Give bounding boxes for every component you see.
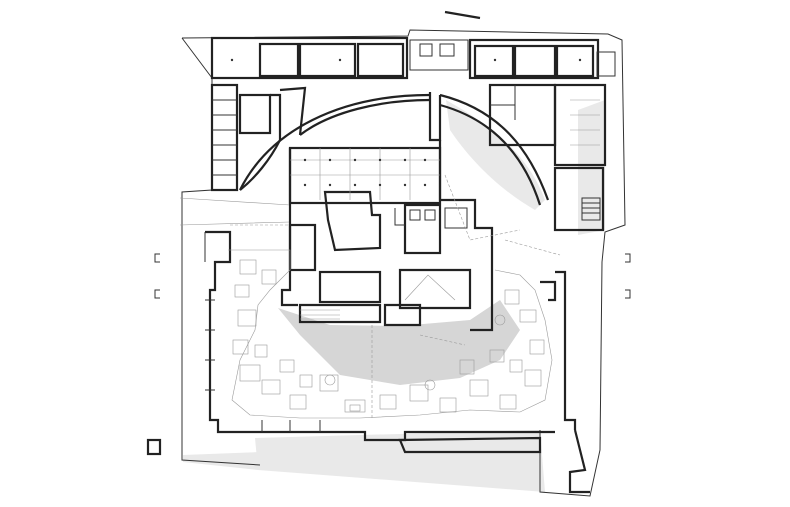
east-room-c <box>553 166 605 232</box>
east-room-b <box>553 83 607 167</box>
dash-2 <box>419 334 466 346</box>
marker-west-1 <box>154 253 160 263</box>
southwest-kiosk <box>146 438 162 456</box>
room-n4 <box>473 44 515 78</box>
hall-grid <box>290 148 440 200</box>
courtyard-east-step <box>540 280 557 302</box>
lift-n <box>439 43 455 57</box>
arc-inner-west <box>299 98 431 136</box>
lens-shade <box>446 100 545 210</box>
shaded-areas <box>183 100 605 492</box>
core-shaft-2 <box>424 209 436 221</box>
east-room-b-grid <box>570 99 600 146</box>
room-n1 <box>258 42 300 78</box>
room-n6 <box>555 44 595 78</box>
central-south-block <box>298 303 382 324</box>
section-markers <box>154 253 631 299</box>
north-core <box>409 39 469 71</box>
room-n2 <box>298 42 357 78</box>
central-east-wall <box>438 140 494 332</box>
central-room-c <box>444 207 468 229</box>
core-shaft-1 <box>409 209 421 221</box>
west-wing-outer <box>210 83 239 192</box>
main-arc <box>239 86 550 206</box>
north-range <box>210 10 616 80</box>
courtyard-perimeter <box>146 230 590 494</box>
south-stair <box>300 309 340 320</box>
dashed-lines <box>230 174 561 420</box>
site-outline <box>179 29 626 497</box>
east-room-a-div <box>490 85 516 120</box>
east-stair <box>581 197 601 221</box>
courtyard-west-south-wall <box>205 230 555 442</box>
ne-corner-room <box>596 51 616 77</box>
west-entry-lines <box>179 197 291 226</box>
arc-end-west <box>279 86 307 136</box>
central-room-f <box>288 223 317 272</box>
central-courtyard-shade <box>278 300 520 385</box>
north-west-block <box>210 36 409 80</box>
east-wing <box>488 83 607 232</box>
central-room-e <box>398 268 472 310</box>
west-wing <box>210 83 282 192</box>
central-room-d <box>318 270 382 304</box>
east-stair-treads <box>582 202 600 214</box>
central-room-b <box>403 203 442 255</box>
north-east-block <box>468 38 600 80</box>
southeast-stair <box>568 429 590 494</box>
south-buttresses <box>261 420 321 432</box>
west-curved-wall <box>239 93 282 191</box>
west-wing-rooms <box>212 99 237 176</box>
central-south-room <box>383 303 422 327</box>
room-n5 <box>513 44 557 78</box>
south-ramp-wall <box>398 436 542 454</box>
site-boundary-west <box>181 37 261 466</box>
central-room-e-ramp <box>404 274 456 301</box>
hall-north <box>288 146 442 205</box>
east-room-a <box>488 83 557 147</box>
west-room-a <box>238 93 272 135</box>
south-ramp-shade <box>255 430 545 492</box>
marker-east-1 <box>625 253 631 263</box>
room-n3 <box>356 42 405 78</box>
arc-outer-east <box>439 93 550 201</box>
courtyard-landscape <box>228 249 553 419</box>
landscape-outline <box>228 249 553 419</box>
arc-outer-west <box>239 93 431 191</box>
stair-n <box>419 43 433 57</box>
central-room-a <box>323 190 382 252</box>
arc-inner-east <box>439 103 542 206</box>
marker-west-2 <box>154 289 160 299</box>
west-buttresses <box>204 232 215 391</box>
central-core <box>394 208 405 226</box>
marker-east-2 <box>625 289 631 299</box>
central-block <box>280 140 494 332</box>
southwest-shade <box>183 452 260 470</box>
arc-core <box>428 92 442 142</box>
site-boundary <box>181 29 626 497</box>
north-marker <box>444 10 481 20</box>
dash-4 <box>504 239 561 256</box>
column-grid <box>230 58 582 187</box>
courtyard-east-wall <box>555 270 577 430</box>
